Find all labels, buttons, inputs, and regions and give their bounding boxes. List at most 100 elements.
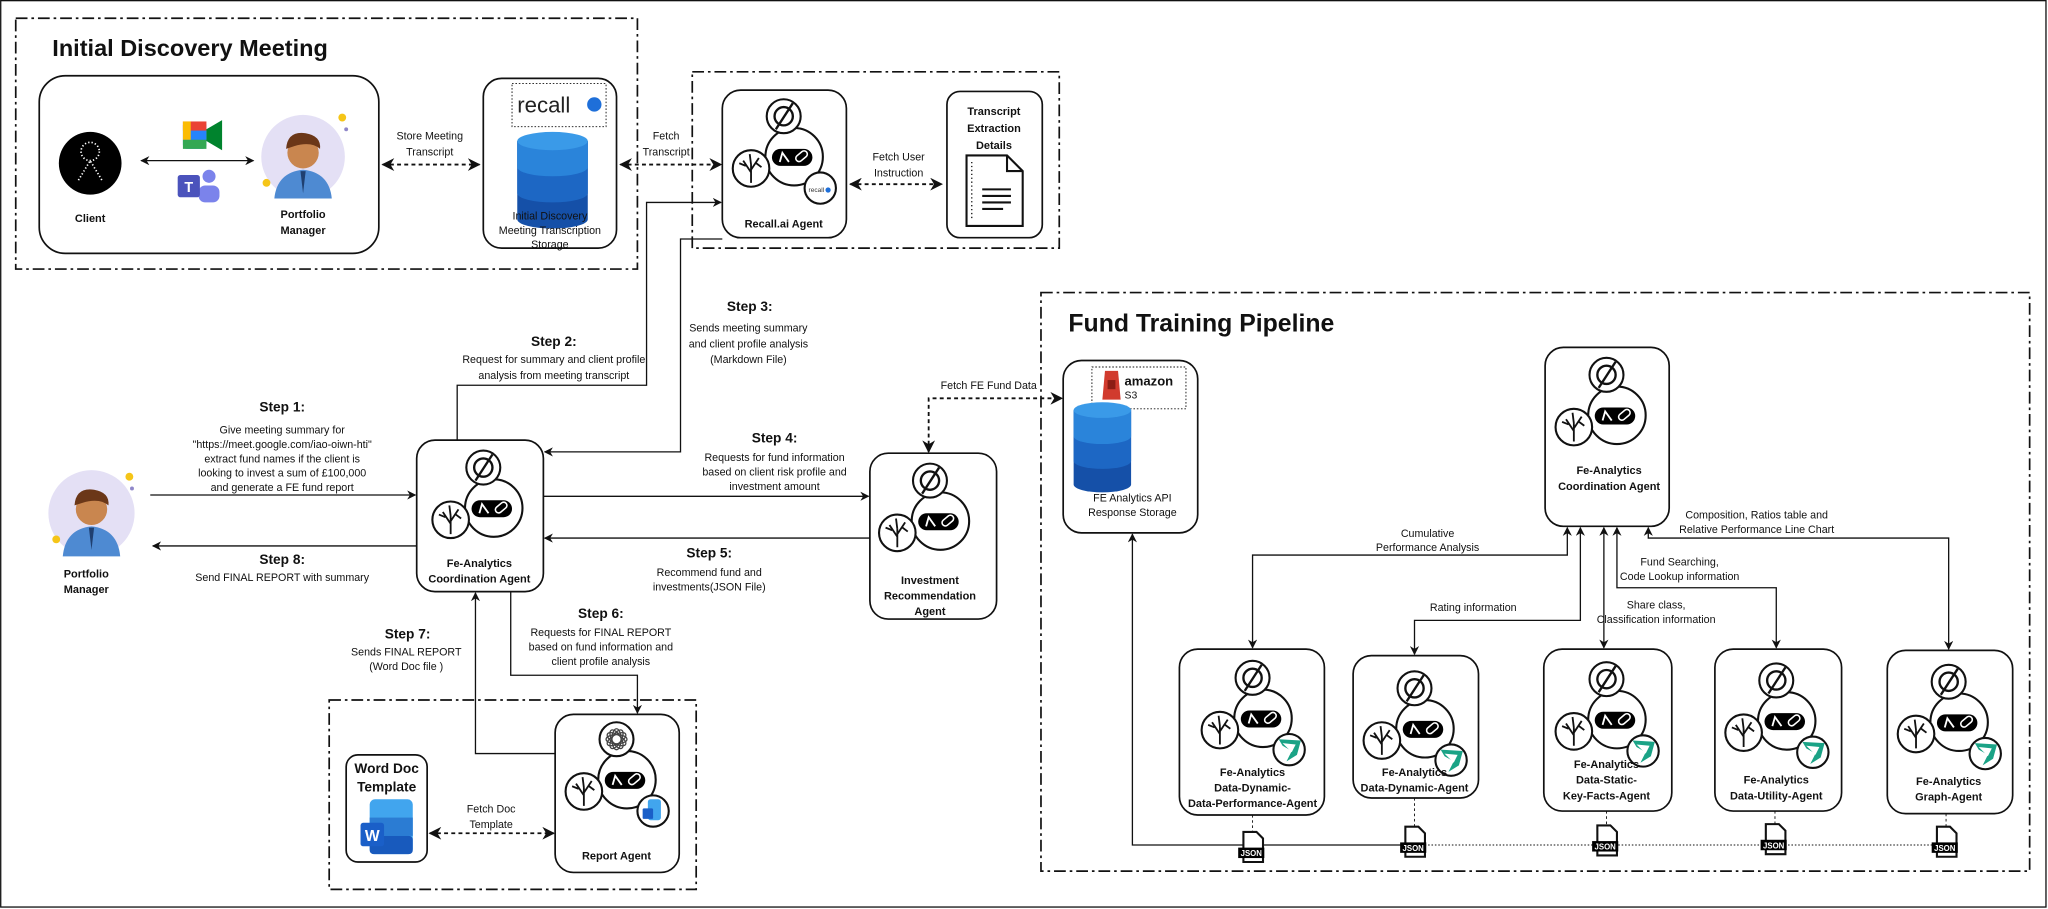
- svg-text:Step 6:: Step 6:: [578, 606, 624, 621]
- svg-text:recall: recall: [809, 187, 825, 194]
- svg-text:Step 7:: Step 7:: [385, 627, 431, 642]
- coral-icon: [1200, 710, 1240, 750]
- svg-text:W: W: [365, 828, 380, 845]
- google-meet-icon: [182, 120, 223, 151]
- step3-arrow: [543, 238, 723, 457]
- recall-group: [691, 70, 1061, 249]
- langchain-pill-icon: [1764, 713, 1806, 731]
- mcp-icon: [1234, 659, 1271, 696]
- agent-tools-cluster: [1896, 663, 2002, 771]
- amazon-s3-icon: [1102, 370, 1121, 400]
- step8-label: Step 8: Send FINAL REPORT with summary: [195, 552, 369, 584]
- coral-icon: [1724, 713, 1763, 753]
- client-icon: [58, 131, 122, 195]
- coral-icon: [877, 513, 917, 553]
- recall-brand-logo: recall: [517, 92, 570, 117]
- word-badge-icon: [636, 794, 670, 828]
- svg-text:Request for summary and client: Request for summary and client profilean…: [462, 354, 645, 382]
- fund-searching-label: Fund Searching,Code Lookup information: [1620, 557, 1739, 583]
- json-file-icon: JSON: [1592, 824, 1619, 857]
- word-icon: W: [360, 799, 413, 855]
- json-file-icon: JSON: [1760, 823, 1787, 856]
- rating-information-label: Rating information: [1430, 602, 1517, 614]
- langchain-pill-icon: [471, 500, 513, 518]
- recall-agent-label: Recall.ai Agent: [745, 218, 824, 230]
- step7-arrow: [470, 592, 556, 755]
- database-cylinder-icon: [1073, 402, 1132, 493]
- coral-icon: [1896, 714, 1936, 754]
- fe-badge-icon: [1434, 743, 1468, 777]
- fe-badge-icon: [1272, 732, 1306, 767]
- fe-badge-icon: [1626, 734, 1660, 768]
- mcp-icon: [1588, 356, 1625, 393]
- ms-teams-icon: T: [177, 169, 220, 203]
- langchain-pill-icon: [1240, 710, 1282, 728]
- mcp-icon: [465, 449, 502, 486]
- fund-searching-link: [1612, 526, 1781, 649]
- rating-information-link: [1409, 526, 1585, 656]
- agent-tools-cluster: [877, 462, 971, 553]
- client-label: Client: [75, 213, 106, 225]
- langchain-pill-icon: [1594, 711, 1636, 729]
- svg-text:Send FINAL REPORT with summary: Send FINAL REPORT with summary: [195, 572, 369, 584]
- agent-tools-cluster: [1554, 356, 1647, 447]
- svg-text:Step 2:: Step 2:: [531, 334, 577, 349]
- coral-icon: [1554, 712, 1594, 751]
- openai-icon: [598, 721, 635, 758]
- fetch-fe-fund-data-label: Fetch FE Fund Data: [941, 380, 1037, 392]
- portfolio-manager-avatar: [261, 113, 349, 199]
- langchain-pill-icon: [1402, 720, 1444, 738]
- step1-label: Step 1: Give meeting summary for"https:/…: [193, 399, 372, 494]
- step2-arrow: [456, 197, 722, 441]
- coral-icon: [1362, 721, 1402, 760]
- recall-dot-icon: [587, 97, 602, 112]
- json-file-icon: JSON: [1238, 830, 1265, 864]
- mcp-icon: [765, 98, 802, 135]
- coral-icon: [431, 500, 470, 540]
- agent-tools-cluster: [1724, 662, 1830, 769]
- agent-tools-cluster: [1362, 670, 1468, 777]
- agent-tools-cluster: [564, 721, 670, 828]
- mcp-icon: [1588, 661, 1625, 698]
- svg-text:Give meeting summary for"https: Give meeting summary for"https://meet.go…: [193, 425, 372, 494]
- agent-tools-cluster: [431, 449, 524, 540]
- svg-text:Step 4:: Step 4:: [752, 431, 798, 446]
- svg-text:T: T: [184, 180, 193, 196]
- svg-text:Step 3:: Step 3:: [727, 299, 773, 314]
- composition-ratios-link: [1643, 526, 1954, 651]
- coral-icon: [1554, 407, 1594, 447]
- json-to-storage-line: [1127, 533, 1415, 846]
- svg-text:Step 8:: Step 8:: [259, 552, 305, 567]
- agent-tools-cluster: [1554, 661, 1660, 768]
- fe-badge-icon: [1968, 736, 2002, 771]
- database-cylinder-icon: [517, 131, 588, 229]
- s3-brand: S3: [1125, 390, 1138, 401]
- langchain-pill-icon: [604, 771, 646, 789]
- step2-label: Step 2: Request for summary and client p…: [462, 334, 645, 382]
- svg-text:JSON: JSON: [1241, 849, 1263, 858]
- svg-text:Step 1:: Step 1:: [259, 399, 305, 414]
- share-class-label: Share class,Classification information: [1597, 600, 1716, 626]
- fe-badge-icon: [1796, 735, 1830, 769]
- mcp-icon: [1758, 662, 1795, 699]
